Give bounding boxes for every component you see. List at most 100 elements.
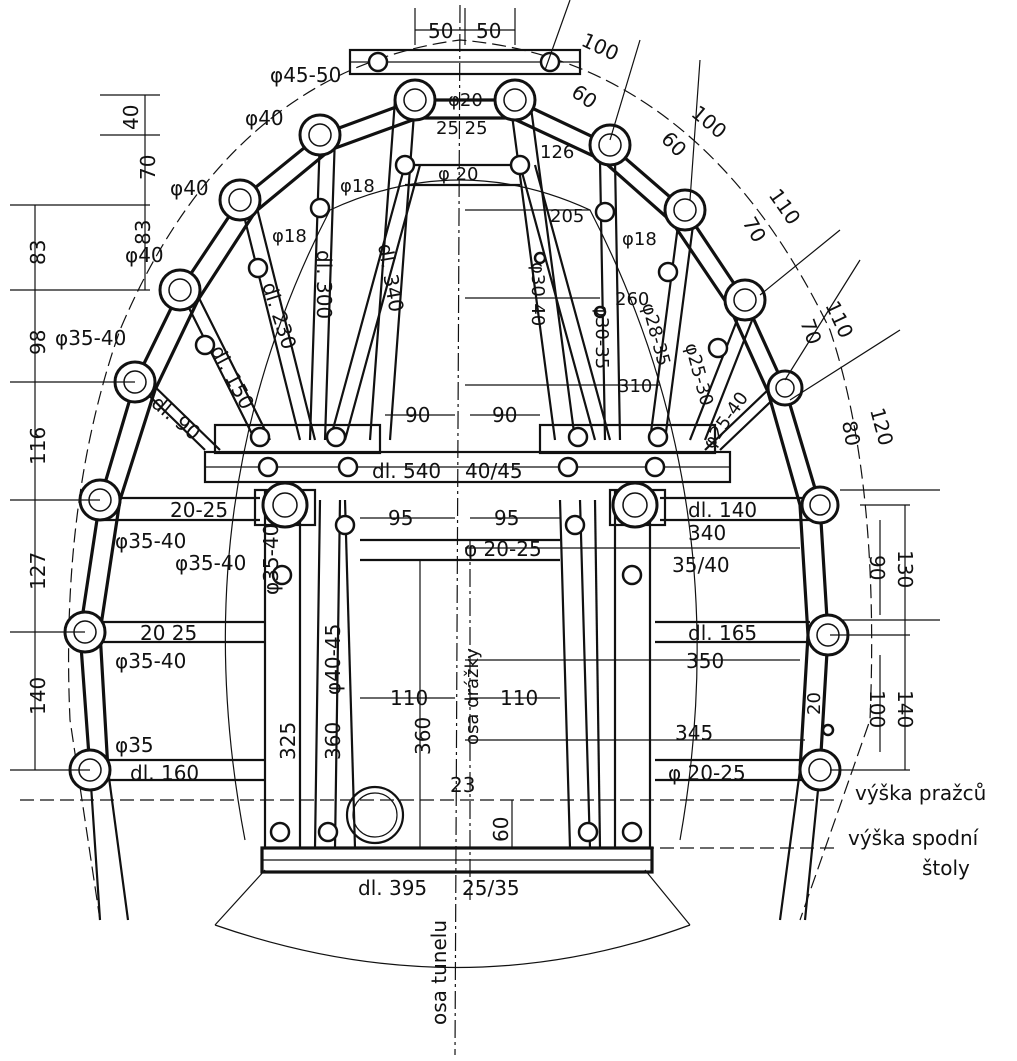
bolt <box>533 251 547 265</box>
label-95a: 95 <box>388 506 413 530</box>
label-70a: 70 <box>738 213 772 247</box>
right-dim-90: 90 <box>865 555 889 580</box>
bolt <box>269 821 291 843</box>
right-dim-140: 140 <box>893 690 917 728</box>
bolt <box>644 456 666 478</box>
label-260: 260 <box>615 289 649 310</box>
label-20-25a: 20-25 <box>170 498 228 522</box>
dl-160: dl. 160 <box>130 761 199 785</box>
diam-20b: φ 20 <box>438 164 479 185</box>
label-360a: 360 <box>321 722 345 760</box>
dimension-lines <box>10 0 940 848</box>
label-110a: 110 <box>390 686 428 710</box>
joint-node <box>588 123 632 167</box>
bolt <box>271 564 293 586</box>
joint-node <box>800 485 840 525</box>
diam-35-40d: φ35-40 <box>115 649 186 673</box>
bolt <box>564 514 586 536</box>
diam-18b: φ18 <box>272 226 307 247</box>
diam-35-40a: φ35-40 <box>55 326 126 350</box>
joint-node <box>663 188 707 232</box>
section-35-40: 35/40 <box>672 553 730 577</box>
joint-node <box>298 113 342 157</box>
right-dim-130: 130 <box>893 550 917 588</box>
section-40-45: 40/45 <box>465 459 523 483</box>
bolts <box>194 51 835 843</box>
joint-node <box>766 369 804 407</box>
diam-20-25b: φ 20-25 <box>668 761 746 785</box>
label-90b: 90 <box>492 403 517 427</box>
label-345: 345 <box>675 721 713 745</box>
left-dim-40: 40 <box>119 105 143 130</box>
bolt <box>707 337 729 359</box>
label-110b: 110 <box>500 686 538 710</box>
diam-40c: φ40 <box>125 243 164 267</box>
label-350: 350 <box>686 649 724 673</box>
left-dim-116: 116 <box>26 427 50 465</box>
bolt <box>567 426 589 448</box>
gallery-bottom-label: výška spodní <box>848 826 980 850</box>
label-360b: 360 <box>411 717 435 755</box>
left-dim-83a: 83 <box>131 220 155 245</box>
label-120: 120 <box>865 405 898 448</box>
diam-30-35: φ30-35 <box>591 305 612 369</box>
left-dim-127: 127 <box>26 552 50 590</box>
bolt <box>194 334 216 356</box>
outer-arch-ribs <box>78 98 830 921</box>
joint-node <box>493 78 537 122</box>
horizontal-beams <box>100 423 820 874</box>
label-205: 205 <box>550 206 584 227</box>
label-60a: 60 <box>567 79 602 113</box>
bolt <box>249 426 271 448</box>
label-80: 80 <box>837 419 865 448</box>
bolt <box>317 821 339 843</box>
label-90a: 90 <box>405 403 430 427</box>
bolt <box>309 197 331 219</box>
diam-20a: φ20 <box>448 90 483 111</box>
label-310: 310 <box>618 376 652 397</box>
left-dim-140: 140 <box>26 677 50 715</box>
joint-node <box>261 481 309 529</box>
dl-230: dl. 230 <box>257 279 301 352</box>
left-dim-70: 70 <box>136 155 160 180</box>
label-340: 340 <box>688 521 726 545</box>
label-100b: 100 <box>687 100 732 143</box>
dl-540: dl. 540 <box>372 459 441 483</box>
left-dim-83: 83 <box>26 240 50 265</box>
bolt <box>325 426 347 448</box>
dl-300: dl. 300 <box>312 250 336 319</box>
bolt <box>821 723 835 737</box>
diam-20-25a: φ 20-25 <box>464 537 542 561</box>
width-25-25: 25 25 <box>436 118 488 139</box>
label-23: 23 <box>450 773 475 797</box>
joint-node <box>158 268 202 312</box>
diam-40-45: φ40-45 <box>321 624 345 695</box>
bolt <box>367 51 389 73</box>
diam-35-40b: φ35-40 <box>115 529 186 553</box>
bolt <box>539 51 561 73</box>
label-110a: 110 <box>764 184 806 229</box>
label-95b: 95 <box>494 506 519 530</box>
label-60c: 60 <box>489 817 513 842</box>
left-dim-98: 98 <box>26 330 50 355</box>
label-325: 325 <box>276 722 300 760</box>
label-126: 126 <box>540 142 574 163</box>
gallery-label: štoly <box>922 856 970 880</box>
bolt <box>557 456 579 478</box>
diam-45-50: φ45-50 <box>270 63 341 87</box>
diam-18c: φ18 <box>622 229 657 250</box>
right-dim-100: 100 <box>865 690 889 728</box>
dl-150: dl. 150 <box>206 341 260 413</box>
dl-140: dl. 140 <box>688 498 757 522</box>
label-60b: 60 <box>656 127 691 162</box>
sleeper-level-label: výška pražců <box>855 781 986 805</box>
bolt <box>593 305 607 319</box>
diam-28-35: φ28-35 <box>637 301 674 368</box>
dimension-labels: 50 50 100 60 100 60 110 70 110 70 120 80… <box>26 19 986 1025</box>
bolt <box>509 154 531 176</box>
joint-node <box>218 178 262 222</box>
drain-pipe <box>345 785 405 845</box>
tunnel-axis-label: osa tunelu <box>427 920 451 1025</box>
bolt <box>247 257 269 279</box>
